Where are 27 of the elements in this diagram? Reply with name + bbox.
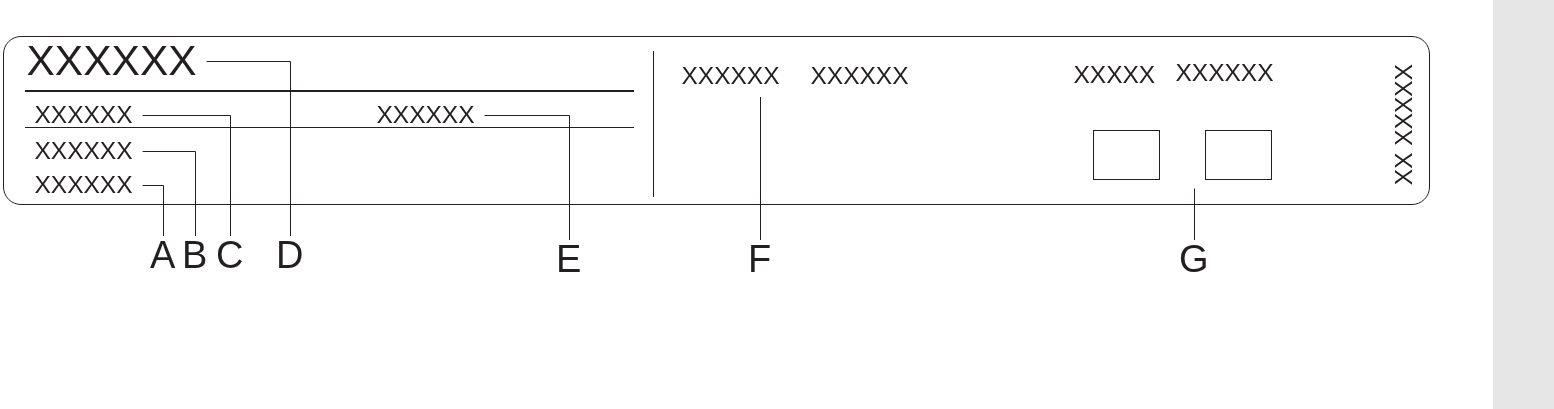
callout-letter: B xyxy=(182,236,208,274)
vertical-text: XX XXXXX xyxy=(1391,63,1416,185)
callout-letter: E xyxy=(556,240,582,278)
callout-letter: D xyxy=(276,236,304,274)
empty-box xyxy=(1092,129,1160,180)
field-text: XXXXXX xyxy=(34,102,133,127)
field-text: XXXXXX xyxy=(681,63,780,88)
leader-line xyxy=(206,61,291,237)
heading-text: XXXXXX xyxy=(26,39,197,82)
field-text: XXXXX xyxy=(1073,62,1156,87)
callout-letter: G xyxy=(1179,240,1209,278)
field-text: XXXXXX xyxy=(1175,60,1274,85)
field-text: XXXXXX xyxy=(34,172,133,197)
callout-letter: F xyxy=(748,240,772,278)
leader-line xyxy=(1194,188,1195,241)
rating-plate xyxy=(3,36,1430,205)
field-text: XXXXXX xyxy=(34,138,133,163)
leader-line xyxy=(142,115,231,237)
callout-letter: C xyxy=(216,236,244,274)
empty-box xyxy=(1204,129,1272,180)
field-text: XXXXXX xyxy=(810,63,909,88)
callout-letter: A xyxy=(150,236,176,274)
field-text: XXXXXX xyxy=(376,102,475,127)
leader-line xyxy=(484,115,570,241)
leader-line xyxy=(760,96,761,241)
leader-line xyxy=(142,151,196,237)
leader-line xyxy=(142,185,164,237)
